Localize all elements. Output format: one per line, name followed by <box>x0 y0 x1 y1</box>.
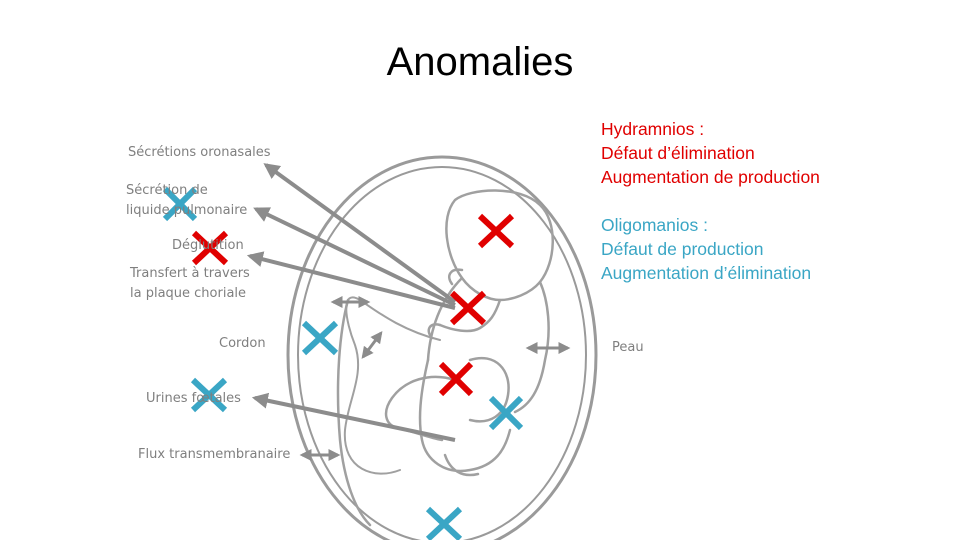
label-flux: Flux transmembranaire <box>138 447 291 462</box>
legend-hydramnios-heading: Hydramnios : <box>601 119 705 139</box>
label-secretion-liquide-1: Sécrétion de <box>126 183 208 198</box>
arrow-deglutition <box>246 251 456 310</box>
blue-x-pulmonaire <box>162 186 198 222</box>
legend-hydramnios-item: Augmentation de production <box>601 167 820 187</box>
red-x-abdomen <box>438 361 474 397</box>
arrows <box>246 163 457 442</box>
label-secretion-liquide-2: liquide pulmonaire <box>126 203 248 218</box>
label-cordon: Cordon <box>219 336 266 351</box>
legend-hydramnios: Hydramnios : Défaut d’élimination Augmen… <box>601 117 820 189</box>
double-arrows <box>299 296 571 461</box>
legend-oligoamnios-heading: Oligomanios : <box>601 215 708 235</box>
legend-hydramnios-item: Défaut d’élimination <box>601 143 755 163</box>
blue-x-kidney <box>488 395 524 431</box>
arrow-secretion-liquide <box>253 207 456 307</box>
label-urines: Urines fœtales <box>146 391 241 406</box>
label-peau: Peau <box>612 340 644 355</box>
label-deglutition: Déglutition <box>172 238 244 253</box>
arrow-urines <box>251 392 456 442</box>
red-x-head <box>477 213 515 249</box>
blue-x-cordon <box>301 320 339 356</box>
label-secretions-oronasales: Sécrétions oronasales <box>128 145 271 160</box>
legend-oligoamnios-item: Augmentation d’élimination <box>601 263 812 283</box>
arrow-cordon <box>361 331 383 359</box>
red-x-deglutition <box>191 230 229 266</box>
label-transfert-2: la plaque choriale <box>130 286 247 301</box>
label-transfert-1: Transfert à travers <box>130 266 250 281</box>
slide-title: Anomalies <box>386 40 574 84</box>
arrow-secretions-oronasales <box>263 163 457 304</box>
hydramnios-markers <box>191 213 515 397</box>
legend-oligoamnios-item: Défaut de production <box>601 239 764 259</box>
oligoamnios-markers <box>162 186 524 540</box>
red-x-mouth <box>449 290 487 326</box>
blue-x-bottom <box>425 506 463 540</box>
fetus-outline <box>336 189 554 527</box>
amniotic-sac <box>286 155 598 540</box>
blue-x-urines <box>190 377 228 413</box>
legend-oligoamnios: Oligomanios : Défaut de production Augme… <box>601 213 811 285</box>
